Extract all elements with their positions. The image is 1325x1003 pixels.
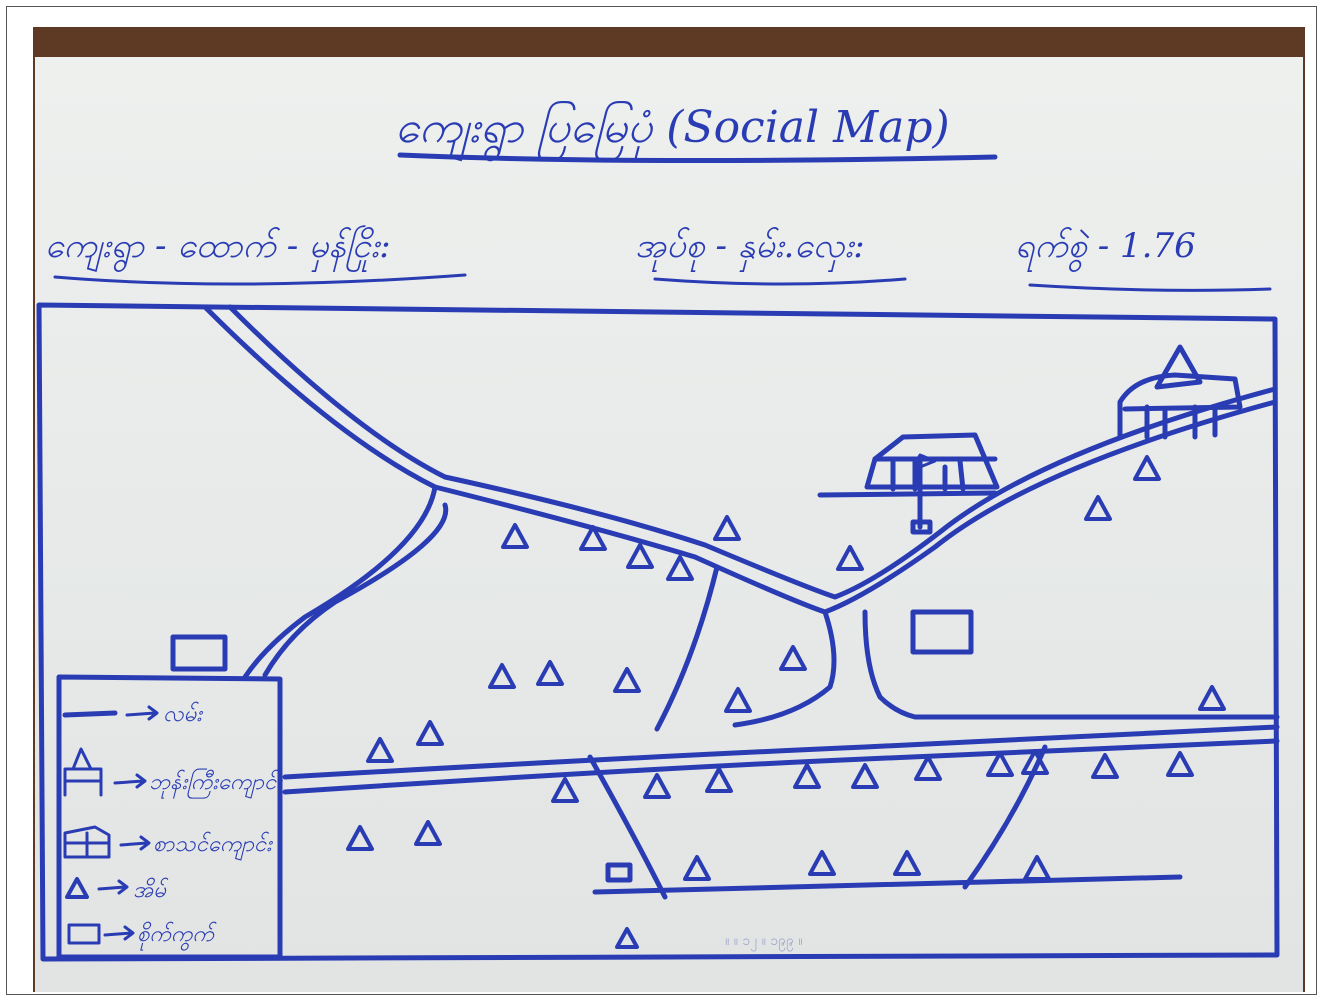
village-underline xyxy=(53,273,467,286)
roads xyxy=(202,304,1280,900)
house-icon xyxy=(615,927,639,949)
house-icon xyxy=(501,523,529,549)
date-label: ရက်စွဲ - 1.76 xyxy=(1015,226,1196,272)
house-icon xyxy=(1084,495,1112,521)
house-icon xyxy=(488,663,516,689)
farm-icon xyxy=(910,609,974,655)
farm-icon xyxy=(605,862,633,883)
house-icon xyxy=(851,763,879,789)
house-icon xyxy=(1198,685,1226,711)
legend: လမ်း ဘုန်းကြီးကျောင်း စာသင်ကျောင်း xyxy=(56,674,283,960)
legend-label-house: အိမ် xyxy=(133,877,168,903)
house-icon xyxy=(579,525,607,551)
house-icon xyxy=(536,660,564,686)
house-icon xyxy=(683,855,711,881)
school-icon xyxy=(63,825,111,859)
house-icon xyxy=(793,763,821,789)
house-icon xyxy=(914,755,942,781)
social-map-drawing: ကျေးရွာ ပြမြေပုံ (Social Map) ကျေးရွာ - … xyxy=(36,100,1280,962)
farm-icon xyxy=(170,634,228,672)
legend-label-road: လမ်း xyxy=(163,701,203,727)
house-icon xyxy=(416,720,444,746)
house-icon xyxy=(414,820,442,846)
house-icon xyxy=(551,777,579,803)
houses xyxy=(346,455,1226,949)
house-icon xyxy=(808,850,836,876)
house-icon xyxy=(643,773,671,799)
house-icon xyxy=(626,543,654,569)
date-underline xyxy=(1028,283,1272,292)
house-icon xyxy=(613,667,641,693)
monastery-icon xyxy=(1117,344,1243,440)
house-icon xyxy=(836,545,864,571)
house-icon xyxy=(366,737,394,763)
legend-label-monastery: ဘုန်းကြီးကျောင်း xyxy=(149,768,283,799)
title-underline xyxy=(397,152,998,164)
map-border xyxy=(36,302,1280,962)
house-icon xyxy=(1023,855,1051,881)
village-label: ကျေးရွာ - ထောက် - မှန်ငြိုး: xyxy=(45,225,391,272)
township-label: အုပ်စု - နှမ်း.လှေး: xyxy=(635,226,865,272)
house-icon xyxy=(893,850,921,876)
house-icon xyxy=(346,825,374,851)
house-icon xyxy=(713,515,741,541)
monastery-icon xyxy=(63,747,103,797)
map-title: ကျေးရွာ ပြမြေပုံ (Social Map) xyxy=(395,100,950,162)
bottom-note: ။ ။ ၁၂ ။ ၁၉၉ ။ xyxy=(725,933,803,951)
farm-icon xyxy=(67,923,101,945)
house-icon xyxy=(986,751,1014,777)
house-icon xyxy=(779,645,807,671)
image-frame: ကျေးရွာ ပြမြေပုံ (Social Map) ကျေးရွာ - … xyxy=(6,6,1317,995)
house-icon xyxy=(705,767,733,793)
township-underline xyxy=(653,277,907,286)
house-icon xyxy=(1166,751,1194,777)
house-icon xyxy=(1021,749,1049,775)
road-line-icon xyxy=(62,710,118,718)
house-icon xyxy=(666,555,694,581)
house-icon xyxy=(1091,753,1119,779)
legend-label-farm: စိုက်ကွက် xyxy=(137,921,217,951)
house-icon xyxy=(65,877,89,899)
house-icon xyxy=(1133,455,1161,481)
legend-label-school: စာသင်ကျောင်း xyxy=(153,831,273,861)
house-icon xyxy=(724,687,752,713)
paper-card: ကျေးရွာ ပြမြေပုံ (Social Map) ကျေးရွာ - … xyxy=(35,57,1303,992)
photo-background: ကျေးရွာ ပြမြေပုံ (Social Map) ကျေးရွာ - … xyxy=(33,27,1305,992)
school-icon xyxy=(817,432,1000,535)
